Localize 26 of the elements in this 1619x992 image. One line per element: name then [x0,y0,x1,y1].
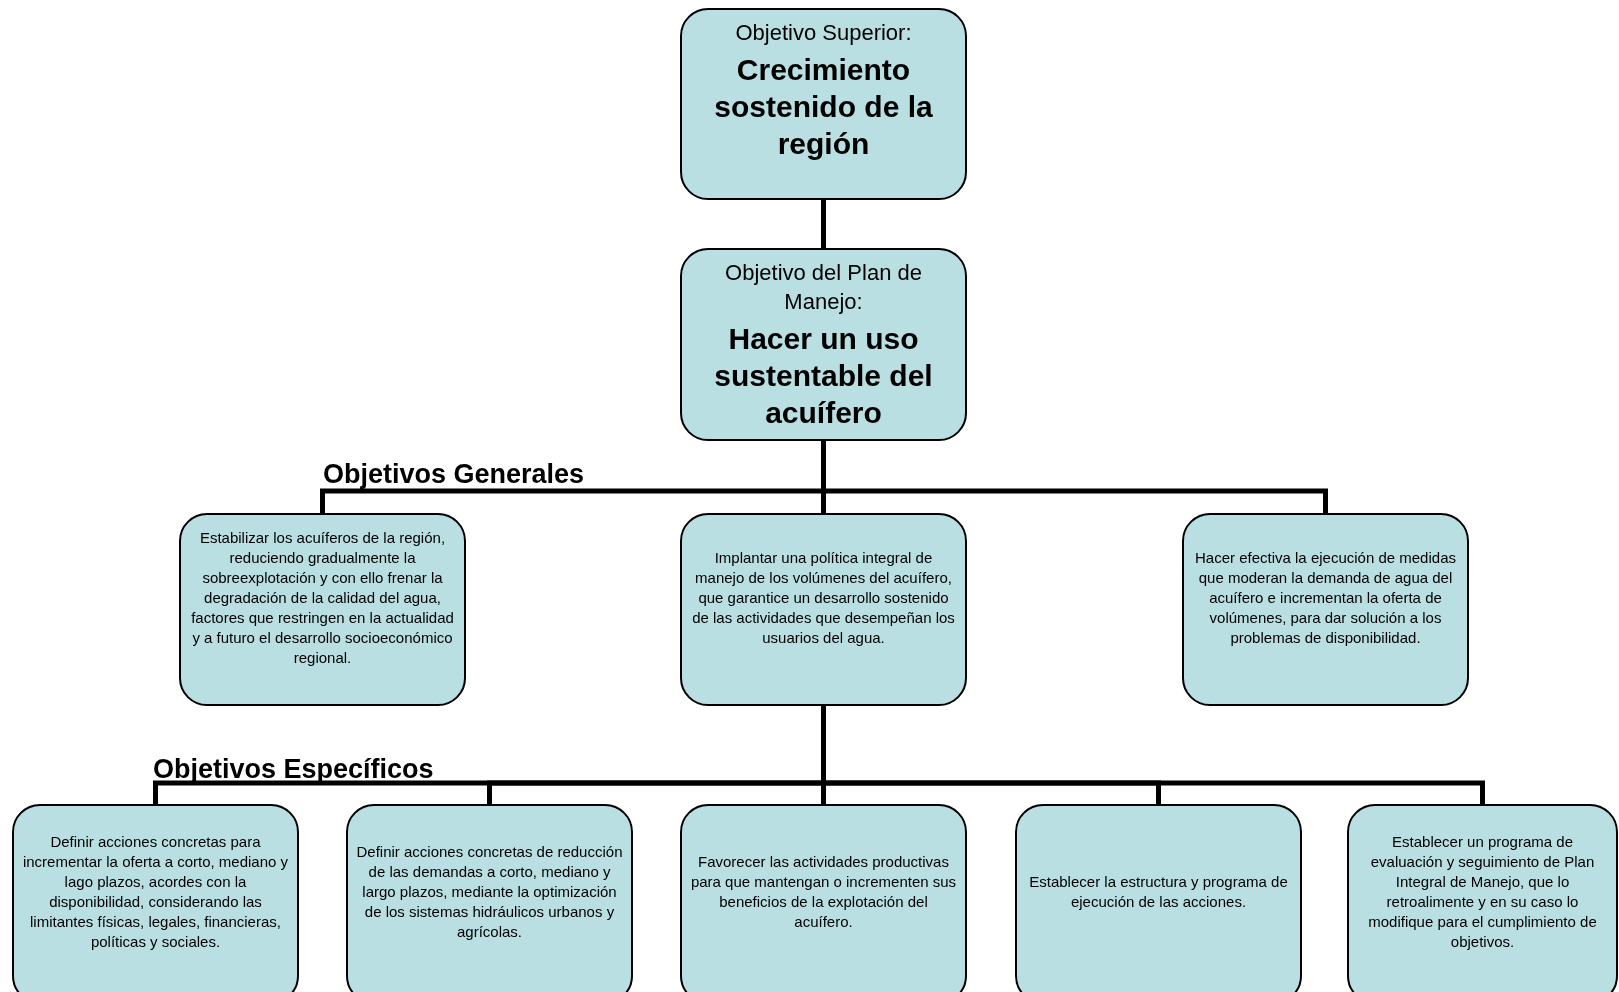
box-heading: Objetivo del Plan de Manejo: [724,259,923,316]
box-title: Hacer un uso sustentable del acuífero [713,321,934,431]
section-heading: Objetivos Generales [323,458,585,490]
objective-box [1347,804,1618,992]
box-title: Crecimiento sostenido de la región [713,52,934,162]
objective-box [680,804,967,992]
objective-box [1015,804,1302,992]
box-text: Implantar una política integral de manejo de los volúmenes del acuífero, que garantice un desarrollo sostenido de las actividades que desempeñan los usuarios del agua. [691,547,956,648]
objective-box [179,513,466,706]
connector-line [821,441,1328,513]
objective-box [680,8,967,200]
box-text: Hacer efectiva la ejecución de medidas que moderan la demanda de agua del acuífero e incrementan la oferta de volúmenes, para dar solución a los problemas de disponibilidad. [1194,547,1457,648]
box-text: Establecer un programa de evaluación y seguimiento de Plan Integral de Manejo, que lo retroalimente y en su caso lo modifique para el cumplimiento de objetivos. [1367,832,1598,952]
box-text: Favorecer las actividades productivas para que mantengan o incrementen sus beneficios de la explotación del acuífero. [690,852,957,932]
box-text: Establecer la estructura y programa de ejecución de las acciones. [1028,872,1289,912]
box-text: Definir acciones concretas de reducción de las demandas a corto, mediano y largo plazos, mediante la optimización de los sistemas hidráulicos urbanos y agrícolas. [356,842,623,942]
objective-box [12,804,299,992]
box-heading: Objetivo Superior: [735,19,912,47]
objective-box [680,513,967,706]
box-text: Definir acciones concretas para incrementar la oferta a corto, mediano y lago plazos, acordes con la disponibilidad, considerando las limitantes físicas, legales, financieras, políticas y sociales. [22,832,289,952]
box-text: Estabilizar los acuíferos de la región, reduciendo gradualmente la sobreexplotación y con ello frenar la degradación de la calidad del agua, factores que restringen en la actualidad y a futuro el desarrollo socioeconómico regional. [190,527,455,668]
connector-line [821,200,826,248]
section-heading: Objetivos Específicos [153,753,434,785]
objective-box [1182,513,1469,706]
objective-box [680,248,967,441]
objective-box [346,804,633,992]
